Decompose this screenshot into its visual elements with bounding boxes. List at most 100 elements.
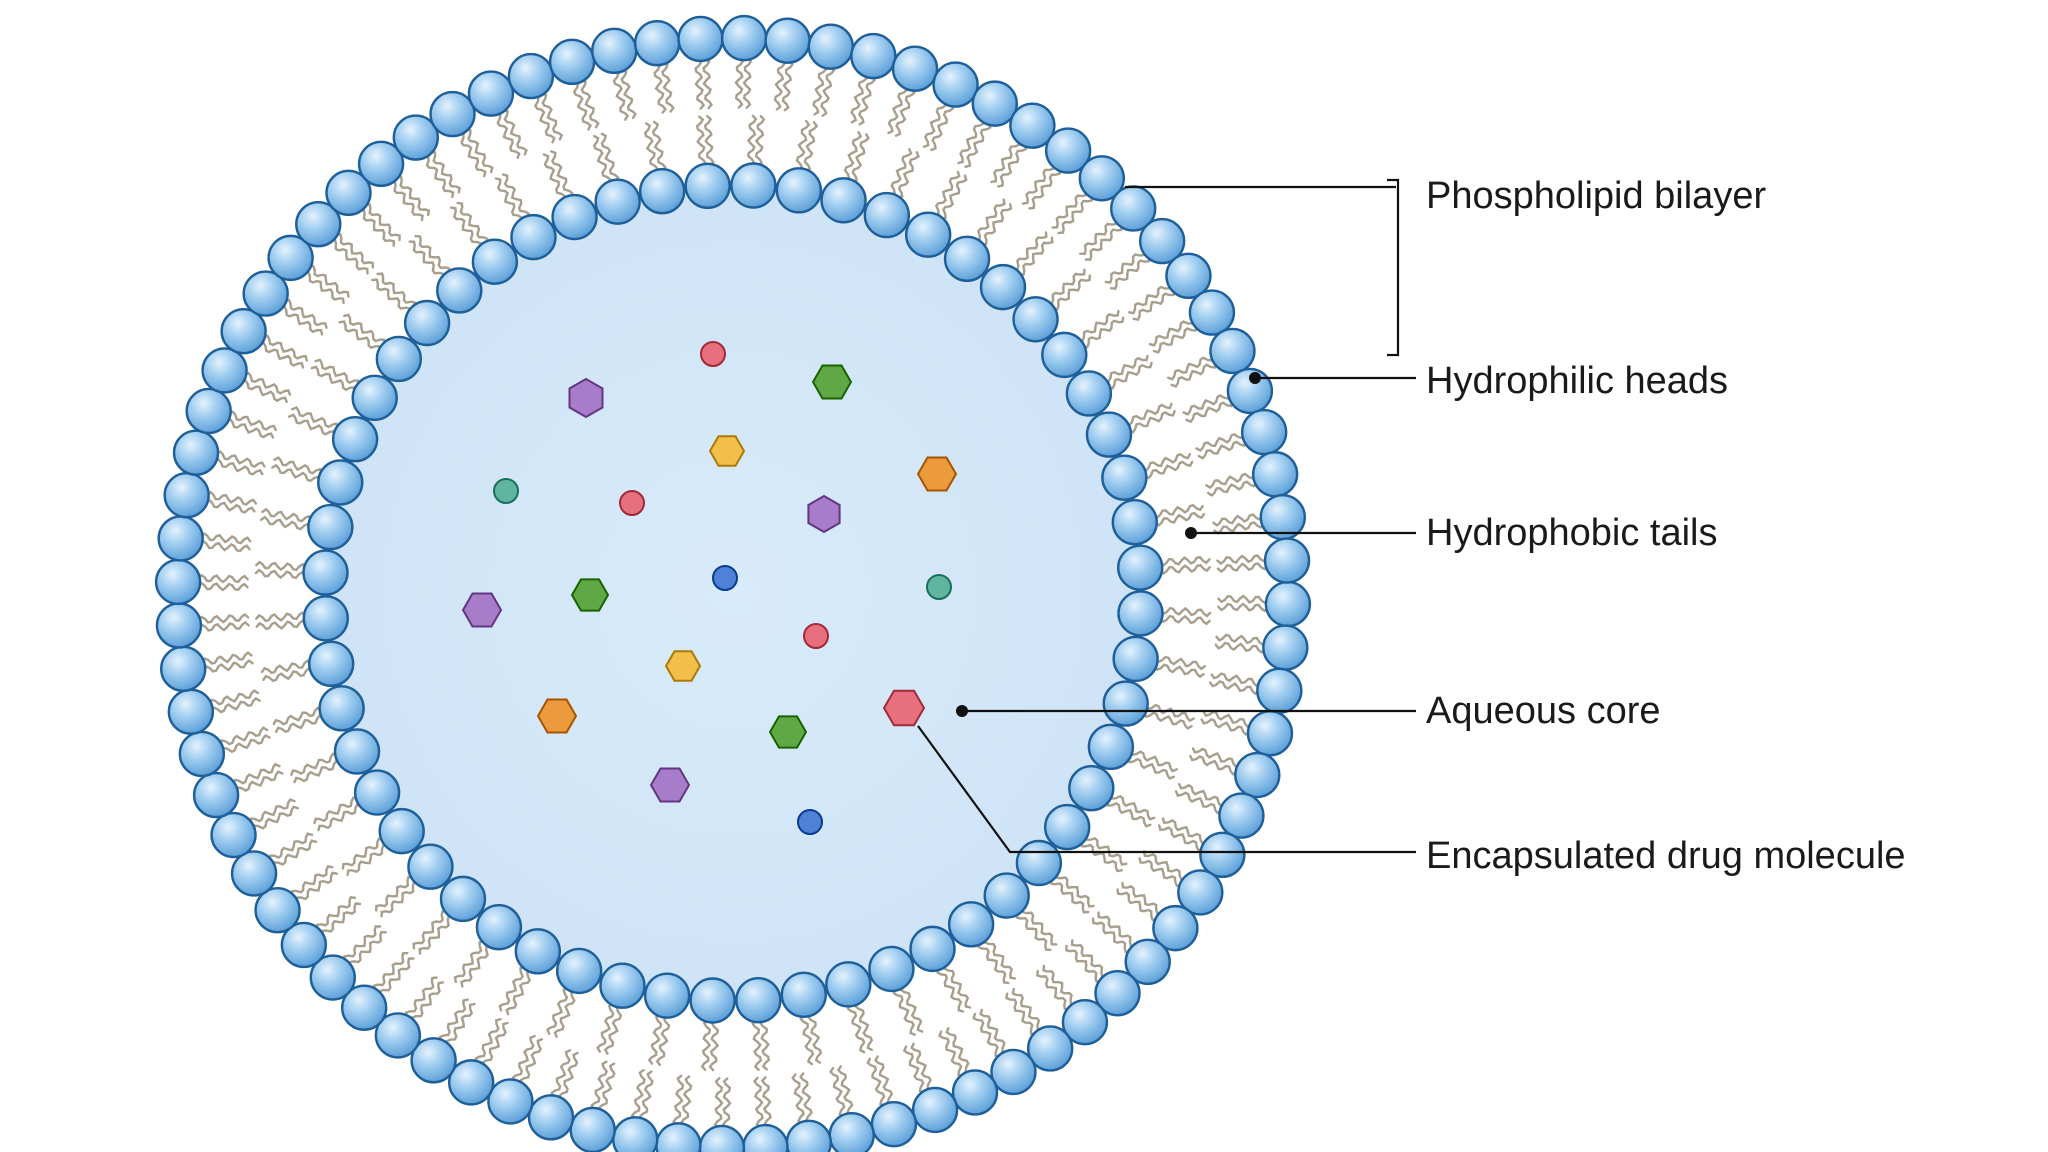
lipid-tail: [196, 581, 249, 592]
lipid-tail: [1189, 754, 1239, 776]
lipid-tail: [254, 568, 307, 580]
phospholipid-head-icon: [764, 17, 811, 64]
lipid-tail: [453, 940, 486, 983]
lipid-tail: [445, 1002, 476, 1047]
lipid-tail: [255, 611, 307, 623]
phospholipid-head-icon: [1246, 710, 1294, 757]
lipid-tail: [799, 1072, 813, 1124]
phospholipid-head-icon: [979, 263, 1027, 311]
phospholipid-head-icon: [971, 80, 1019, 127]
lipid-tail: [896, 151, 920, 200]
lipid-tail: [781, 59, 794, 112]
leader-dot-heads: [1249, 372, 1261, 384]
phospholipid-head-icon: [302, 549, 349, 596]
lipid-tail: [1178, 782, 1226, 807]
lipid-tail: [505, 969, 533, 1016]
phospholipid-head-icon: [684, 162, 731, 209]
lipid-tail: [700, 1019, 712, 1071]
lipid-tail: [1011, 987, 1044, 1031]
phospholipid-head-icon: [677, 15, 724, 63]
lipid-tail: [1214, 641, 1267, 654]
phospholipid-head-icon: [1009, 102, 1056, 149]
drug-molecule-icon: [536, 698, 578, 734]
lipid-tail: [268, 832, 314, 862]
phospholipid-head-icon: [487, 1078, 534, 1125]
lipid-tail: [597, 1062, 616, 1113]
lipid-tail: [983, 937, 1017, 980]
phospholipid-head-icon: [1152, 904, 1199, 952]
lipid-tail: [592, 134, 612, 185]
lipid-tail: [922, 100, 947, 148]
lipid-tail: [511, 1034, 536, 1083]
lipid-tail: [1012, 231, 1048, 271]
lipid-tail: [1202, 710, 1253, 729]
lipid-tail: [1191, 747, 1241, 769]
lipid-tail: [314, 358, 361, 386]
drug-molecule-icon: [664, 650, 702, 682]
phospholipid-head-icon: [254, 886, 301, 934]
drug-molecule-icon: [712, 565, 738, 591]
phospholipid-head-icon: [730, 162, 777, 209]
lipid-tail: [1159, 614, 1211, 626]
phospholipid-head-icon: [612, 1116, 659, 1152]
lipid-tail: [283, 298, 328, 329]
lipid-tail: [820, 65, 836, 117]
lipid-tail: [273, 456, 324, 475]
phospholipid-head-icon: [1117, 544, 1164, 591]
phospholipid-head-icon: [807, 23, 854, 70]
lipid-tail: [272, 706, 323, 726]
phospholipid-head-icon: [850, 32, 897, 80]
phospholipid-head-icon: [267, 234, 314, 282]
lipid-tail: [501, 173, 530, 219]
phospholipid-head-icon: [1078, 155, 1126, 202]
phospholipid-head-icon: [1226, 367, 1274, 415]
lipid-tail: [672, 1074, 685, 1127]
phospholipid-head-icon: [192, 771, 240, 819]
lipid-tail: [638, 1070, 654, 1122]
lipid-tail: [702, 57, 714, 110]
lipid-tail: [596, 1002, 615, 1053]
phospholipid-head-icon: [167, 688, 215, 735]
drug-molecule-icon: [882, 689, 926, 727]
phospholipid-head-icon: [990, 1048, 1037, 1096]
drug-molecule-icon: [461, 592, 503, 628]
lipid-tail: [1046, 268, 1086, 305]
lipid-tail: [1197, 440, 1248, 460]
phospholipid-head-icon: [551, 193, 598, 241]
lipid-tail: [1103, 354, 1149, 383]
phospholipid-head-icon: [1044, 127, 1092, 174]
lipid-tail: [498, 965, 526, 1012]
lipid-tail: [1126, 756, 1175, 780]
lipid-tail: [204, 498, 256, 514]
lipid-tail: [843, 131, 863, 182]
phospholipid-head-icon: [1094, 970, 1141, 1017]
lipid-tail: [773, 59, 787, 111]
drug-molecule-icon: [708, 435, 746, 467]
phospholipid-head-icon: [1087, 723, 1135, 771]
lipid-tail: [754, 115, 766, 167]
lipid-tail: [380, 881, 420, 918]
phospholipid-head-icon: [548, 38, 596, 86]
phospholipid-head-icon: [1068, 764, 1115, 812]
phospholipid-head-icon: [1251, 451, 1299, 498]
lipid-tail: [258, 341, 305, 369]
phospholipid-head-icon: [307, 640, 355, 687]
phospholipid-head-icon: [375, 335, 423, 383]
lipid-tail: [964, 122, 992, 168]
bilayer-bracket: [1387, 178, 1400, 357]
lipid-tail: [1152, 324, 1198, 354]
lipid-tail: [464, 128, 494, 174]
phospholipid-head-icon: [1085, 411, 1133, 458]
phospholipid-head-icon: [378, 807, 425, 855]
lipid-tail: [542, 153, 567, 202]
lipid-tail: [232, 762, 281, 786]
lipid-tail: [348, 930, 387, 968]
lipid-tail: [502, 108, 528, 156]
phospholipid-head-icon: [403, 299, 451, 347]
lipid-tail: [288, 413, 337, 437]
lipid-tail: [600, 132, 620, 183]
lipid-tail: [1153, 663, 1205, 679]
phospholipid-head-icon: [331, 415, 379, 463]
drug-molecule-icon: [807, 494, 841, 534]
